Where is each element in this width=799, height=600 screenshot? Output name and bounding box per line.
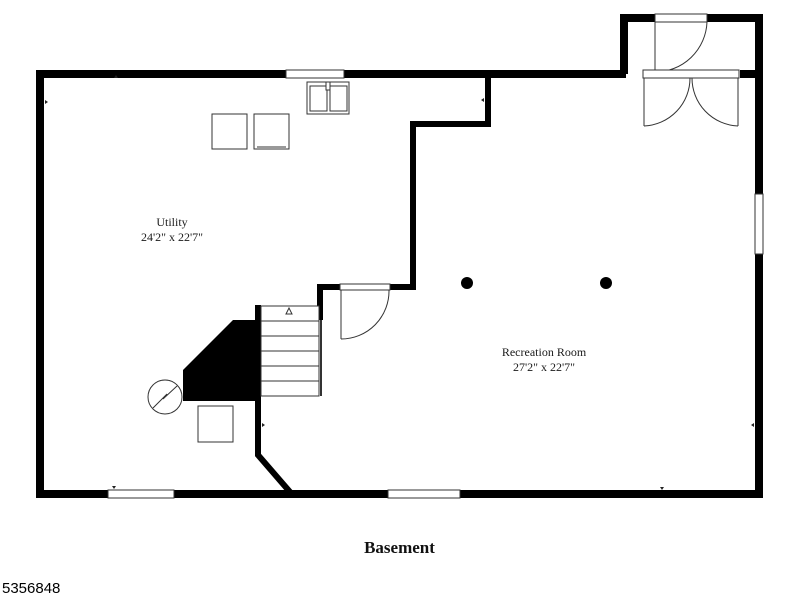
double-doors [642,69,740,127]
closet-door-jamb [654,13,708,23]
electric-bolt-icon [152,385,178,409]
wall-west-north [36,70,626,495]
room-name-recreation-room: Recreation Room [501,345,587,359]
windows [107,69,764,499]
marker-west-icon [45,100,48,104]
stair-door-swing [340,289,390,340]
partition-wall [390,74,491,290]
washer [211,113,248,150]
window-south-right [387,489,461,499]
window-south-left [107,489,175,499]
room-label-utility: Utility 24'2" x 22'7" [112,215,232,245]
marker-partition-icon [481,98,484,102]
column-right [600,277,612,289]
interior-walls [255,74,491,494]
sink-faucet-icon [325,81,331,91]
wall-markers [45,75,754,490]
utility-fixtures [147,81,350,443]
stair-wall-top [317,284,340,320]
stair-door [339,283,391,340]
room-dimensions-recreation-room: 27'2" x 22'7" [512,360,576,374]
staircase [260,305,322,397]
listing-id: 5356848 [2,580,61,597]
double-door-swing-left [643,77,691,127]
window-east [754,193,764,255]
stair-direction-arrow-icon [285,306,293,315]
floor-plan-title: Basement [364,538,435,557]
marker-south-left-icon [112,486,116,489]
room-label-recreation-room: Recreation Room 27'2" x 22'7" [474,345,614,375]
laundry-sink-basin-right [329,85,348,112]
marker-north-icon [114,75,118,78]
marker-south-icon [660,487,664,490]
room-name-utility: Utility [156,215,188,229]
under-stair-area [183,320,258,401]
support-columns [461,277,612,289]
closet-door [654,13,708,73]
window-north [285,69,345,79]
double-door-jamb [642,69,740,79]
exterior-walls [36,14,763,498]
wall-closet [620,14,763,74]
double-door-swing-right [691,77,739,127]
dryer [253,113,290,150]
stair-door-jamb [339,283,391,291]
marker-stair-wall-icon [262,423,265,427]
room-dimensions-utility: 24'2" x 22'7" [140,230,204,244]
marker-east-icon [751,423,754,427]
closet-door-swing [654,21,708,73]
column-left [461,277,473,289]
laundry-sink-basin-left [309,85,328,112]
water-heater-box [197,405,234,443]
